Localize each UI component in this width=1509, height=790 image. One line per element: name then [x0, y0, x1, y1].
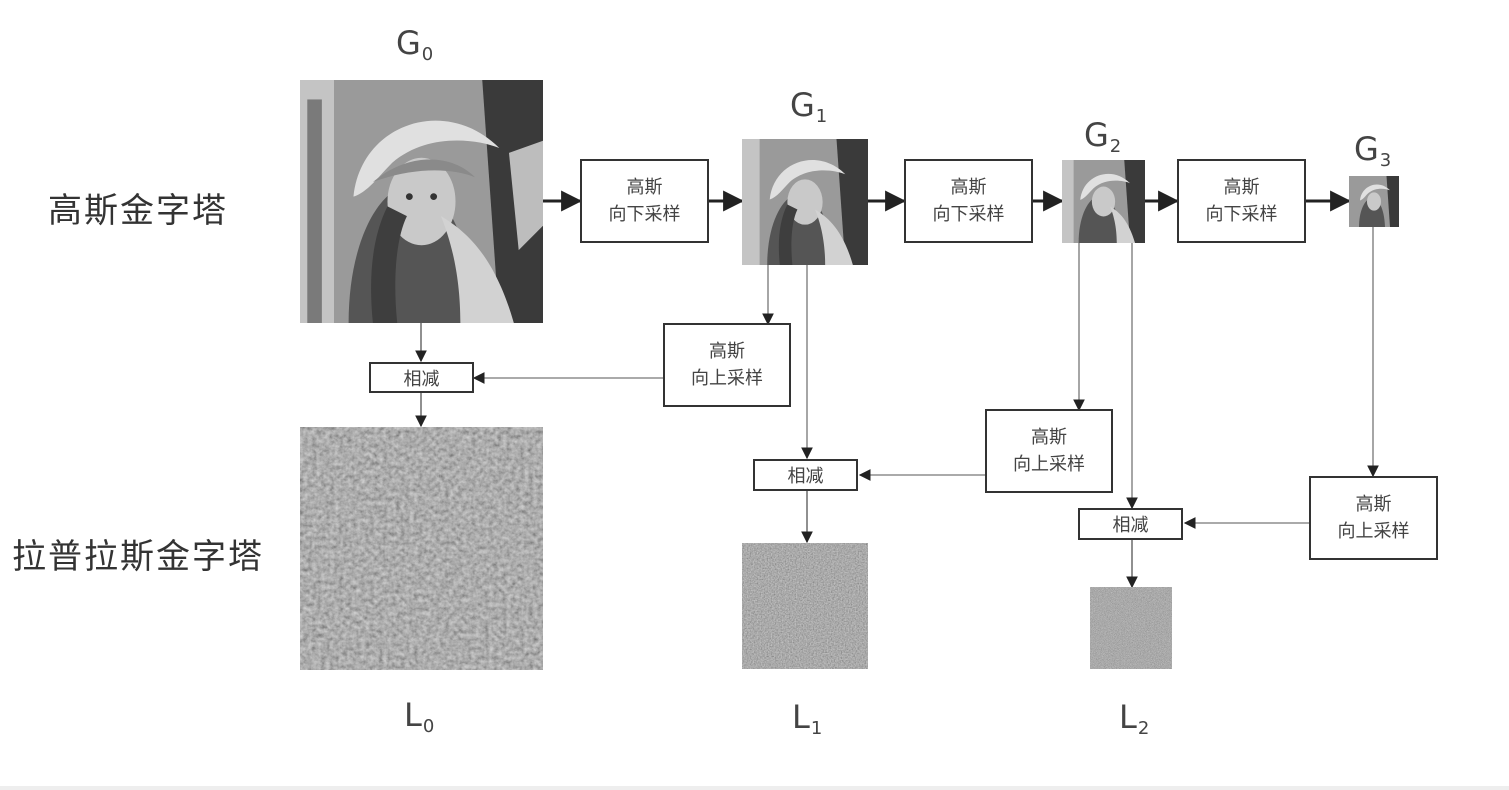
subtract-box-0: 相减 [369, 362, 474, 393]
upsample-line1: 高斯 [1031, 427, 1067, 448]
upsample-line2: 向上采样 [1013, 454, 1085, 475]
downsample-line1: 高斯 [950, 177, 987, 198]
g0-image [300, 80, 543, 323]
upsample-line1: 高斯 [1355, 494, 1392, 515]
upsample-box-2: 高斯 向上采样 [985, 409, 1113, 493]
downsample-line1: 高斯 [1223, 177, 1260, 198]
gaussian-pyramid-label: 高斯金字塔 [48, 191, 228, 231]
laplacian-pyramid-label: 拉普拉斯金字塔 [12, 537, 264, 577]
l0-image [300, 427, 543, 670]
subtract-box-2: 相减 [1078, 508, 1183, 540]
l2-label: L2 [1119, 698, 1150, 739]
g2-image [1062, 160, 1145, 243]
g0-label: G0 [396, 24, 434, 65]
g3-image [1349, 176, 1399, 227]
g2-label: G2 [1084, 116, 1122, 157]
upsample-line2: 向上采样 [1337, 521, 1410, 542]
g1-label: G1 [790, 86, 828, 127]
upsample-box-3: 高斯 向上采样 [1309, 476, 1438, 560]
subtract-box-1: 相减 [753, 459, 858, 491]
upsample-box-1: 高斯 向上采样 [663, 323, 791, 407]
l1-image [742, 543, 868, 669]
g3-label: G3 [1354, 130, 1392, 171]
downsample-line1: 高斯 [626, 177, 663, 198]
l2-image [1090, 587, 1172, 669]
g1-image [742, 139, 868, 265]
upsample-line1: 高斯 [709, 341, 745, 362]
downsample-line2: 向下采样 [1205, 204, 1278, 225]
downsample-line2: 向下采样 [608, 204, 681, 225]
downsample-box-1: 高斯 向下采样 [580, 159, 709, 243]
bottom-divider [0, 786, 1509, 790]
upsample-line2: 向上采样 [691, 368, 763, 389]
downsample-box-3: 高斯 向下采样 [1177, 159, 1306, 243]
downsample-line2: 向下采样 [932, 204, 1005, 225]
downsample-box-2: 高斯 向下采样 [904, 159, 1033, 243]
l1-label: L1 [792, 698, 823, 739]
l0-label: L0 [404, 696, 435, 737]
